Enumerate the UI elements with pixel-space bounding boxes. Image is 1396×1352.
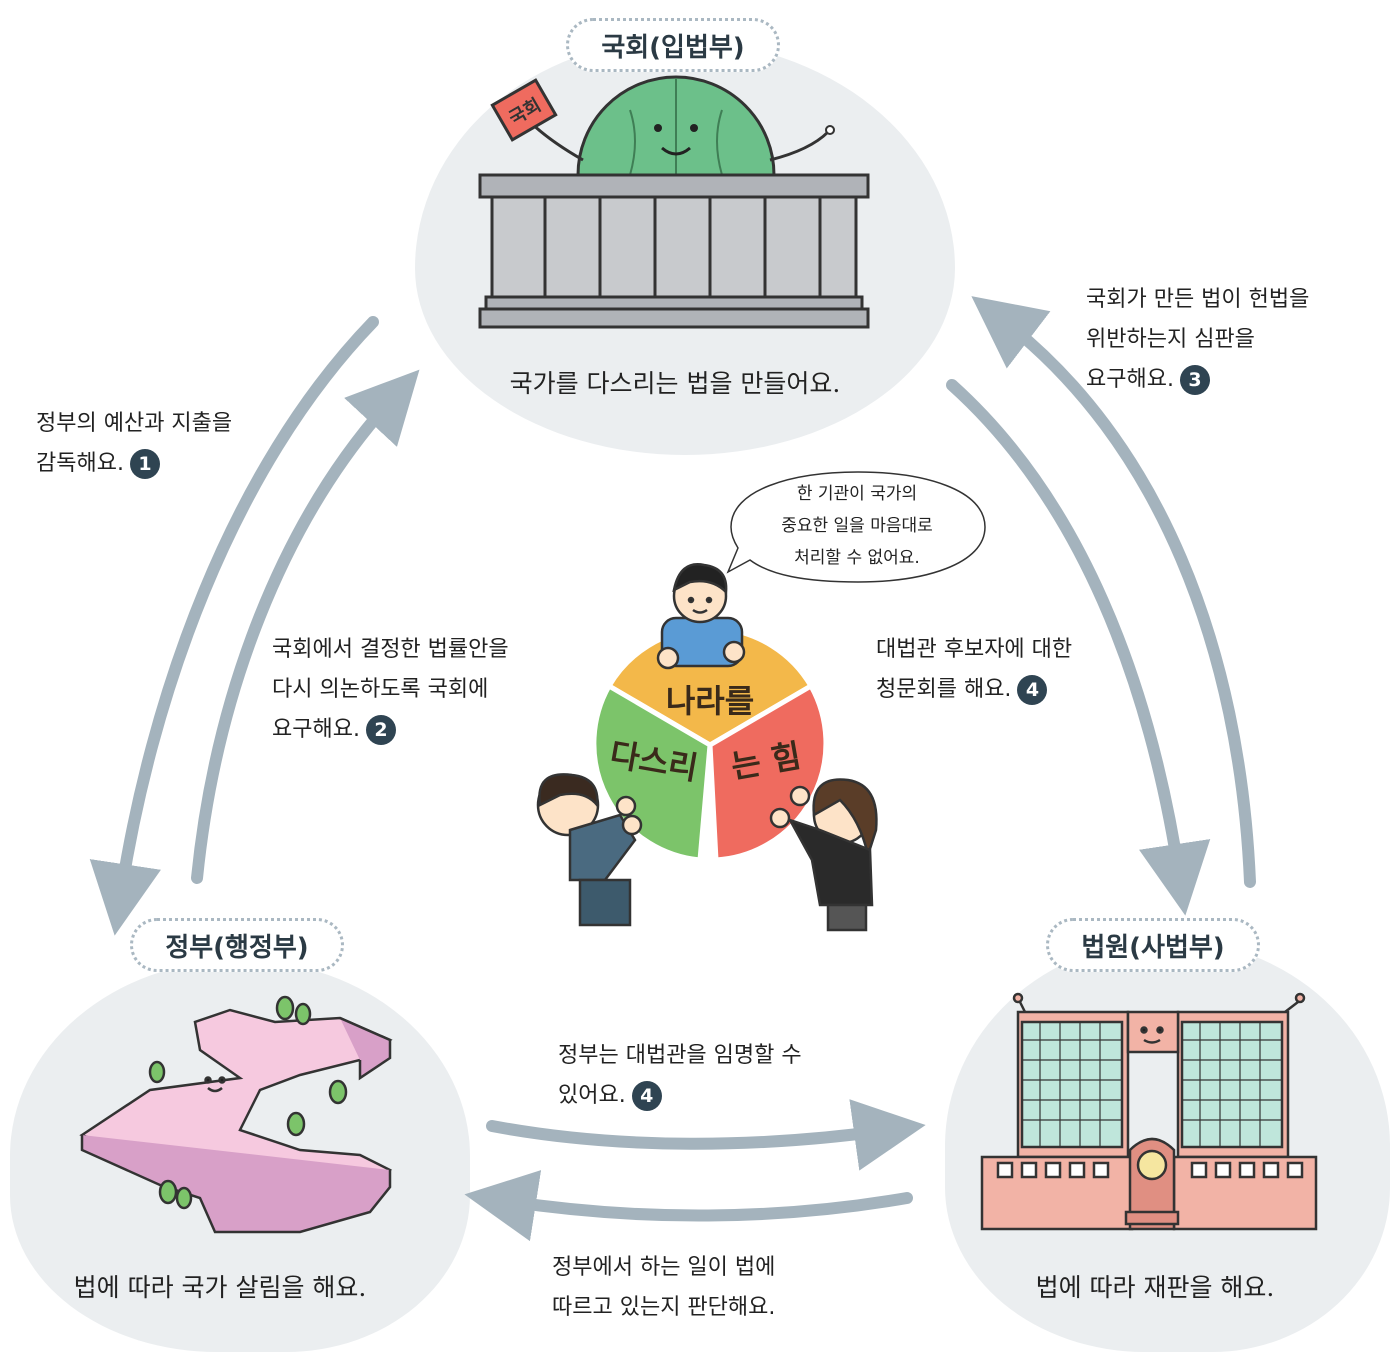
person-right — [769, 778, 878, 932]
note-2-line-1: 국회에서 결정한 법률안을 — [272, 637, 509, 662]
note-3-line-1: 국회가 만든 법이 헌법을 — [1086, 287, 1310, 312]
note-1-line-2: 감독해요. — [36, 451, 124, 476]
arrow-government-to-court — [486, 1099, 926, 1171]
government-illustration — [79, 995, 393, 1234]
person-left — [536, 773, 643, 927]
note-3: 국회가 만든 법이 헌법을 위반하는지 심판을 요구해요.3 — [1086, 280, 1309, 400]
note-4-line-1: 대법관 후보자에 대한 — [876, 637, 1073, 662]
court-tag: 법원(사법부) — [1046, 918, 1260, 972]
speech-line-2: 중요한 일을 마음대로 — [781, 516, 933, 536]
assembly-caption: 국가를 다스리는 법을 만들어요. — [509, 369, 841, 398]
court-illustration — [980, 992, 1318, 1231]
note-1-line-1: 정부의 예산과 지출을 — [36, 411, 233, 436]
note-2: 국회에서 결정한 법률안을 다시 의논하도록 국회에 요구해요.2 — [272, 630, 509, 750]
pie-slice-red — [707, 682, 829, 863]
arrow-government-to-assembly — [191, 369, 420, 884]
assembly-tag: 국회(입법부) — [566, 18, 780, 72]
pie-label-1: 나라를 — [666, 682, 754, 720]
note-2-line-2: 다시 의논하도록 국회에 — [272, 677, 489, 702]
note-3-line-3: 요구해요. — [1086, 367, 1174, 392]
court-caption: 법에 따라 재판을 해요. — [1035, 1273, 1275, 1302]
note-3-line-2: 위반하는지 심판을 — [1086, 327, 1255, 352]
note-5-line-2: 있어요. — [558, 1083, 626, 1108]
government-caption: 법에 따라 국가 살림을 해요. — [73, 1273, 367, 1302]
note-5-badge: 4 — [631, 1081, 662, 1111]
note-5: 정부는 대법관을 임명할 수 있어요.4 — [558, 1036, 802, 1116]
note-1-badge: 1 — [129, 449, 160, 479]
note-2-line-3: 요구해요. — [272, 717, 360, 742]
note-5-line-1: 정부는 대법관을 임명할 수 — [558, 1043, 802, 1068]
government-tag: 정부(행정부) — [130, 918, 344, 972]
arrow-assembly-to-government — [89, 316, 379, 936]
speech-line-3: 처리할 수 없어요. — [794, 548, 920, 568]
note-4-line-2: 청문회를 해요. — [876, 677, 1012, 702]
speech-text: 한 기관이 국가의 중요한 일을 마음대로 처리할 수 없어요. — [752, 478, 962, 574]
note-3-badge: 3 — [1179, 365, 1210, 395]
arrow-court-to-government — [464, 1170, 913, 1242]
person-top — [656, 563, 746, 670]
speech-bubble — [726, 471, 986, 583]
arrow-assembly-to-court — [946, 379, 1211, 916]
note-6: 정부에서 하는 일이 법에 따르고 있는지 판단해요. — [552, 1248, 775, 1328]
note-4-badge: 4 — [1017, 675, 1048, 705]
note-6-line-2: 따르고 있는지 판단해요. — [552, 1295, 776, 1320]
speech-line-1: 한 기관이 국가의 — [796, 484, 918, 504]
pie-slice-green — [591, 682, 713, 863]
note-4: 대법관 후보자에 대한 청문회를 해요.4 — [876, 630, 1072, 710]
note-1: 정부의 예산과 지출을 감독해요.1 — [36, 404, 232, 484]
assembly-illustration: 국회 — [478, 75, 870, 329]
note-6-line-1: 정부에서 하는 일이 법에 — [552, 1255, 776, 1280]
arrow-court-to-assembly — [971, 296, 1256, 888]
note-2-badge: 2 — [365, 715, 396, 745]
